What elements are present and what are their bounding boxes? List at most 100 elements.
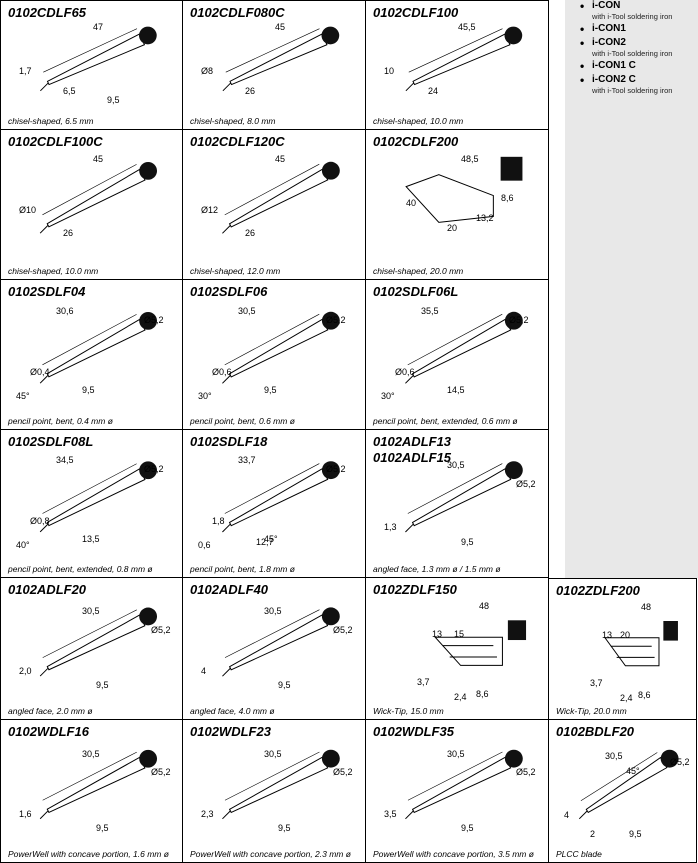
dimension-label: 9,5 [629, 829, 642, 839]
tip-diagram [405, 461, 523, 533]
dimension-label: 14,5 [447, 385, 465, 395]
dimension-label: 15 [454, 629, 465, 639]
tip-code: 0102WDLF23 [190, 724, 271, 739]
dimension-label: 6,5 [63, 86, 76, 96]
tip-drawing [405, 749, 523, 820]
tip-caption: angled face, 4.0 mm ø [190, 706, 275, 716]
dimension-label: 26 [245, 86, 256, 96]
dimension-label: 1,3 [384, 522, 397, 532]
dimension-label: 45 [275, 154, 286, 164]
dimension-label: 48 [641, 602, 652, 612]
dimension-label: 2,4 [620, 693, 633, 703]
legend-name: i-CON1 [592, 23, 626, 34]
dimension-label: 9,5 [82, 385, 95, 395]
tip-diagram [405, 311, 523, 384]
tip-diagram [39, 749, 158, 820]
tip-code: 0102WDLF16 [8, 724, 89, 739]
tip-diagram [222, 461, 340, 533]
dimension-label: 45° [264, 534, 278, 544]
tip-drawing [39, 461, 158, 533]
dimension-label: Ø5,2 [516, 479, 536, 489]
tip-diagram [434, 620, 527, 666]
dimension-label: 1,7 [19, 66, 32, 76]
dimension-label: Ø0,6 [395, 367, 415, 377]
dimension-label: 9,5 [96, 823, 109, 833]
dimension-label: 45 [93, 154, 104, 164]
tip-caption: PowerWell with concave portion, 3.5 mm ø [373, 849, 534, 859]
tip-code: 0102WDLF35 [373, 724, 454, 739]
dimension-label: 30° [198, 391, 212, 401]
legend-sub: with i-Tool soldering iron [592, 49, 673, 58]
tip-diagram [405, 26, 523, 92]
tip-drawing [39, 749, 158, 820]
dimension-label: 10 [384, 66, 395, 76]
legend-sub: with i-Tool soldering iron [592, 12, 673, 21]
tip-code: 0102CDLF200 [373, 134, 459, 149]
tip-drawing [578, 749, 679, 820]
tip-code: 0102CDLF120C [190, 134, 285, 149]
tip-code: 0102SDLF04 [8, 284, 86, 299]
dimension-label: 8,6 [501, 193, 514, 203]
dimension-label: 30,5 [447, 749, 465, 759]
tip-drawing [39, 607, 158, 677]
dimension-label: Ø5,2 [509, 315, 529, 325]
tip-diagram [222, 311, 340, 384]
tip-caption: PLCC blade [556, 849, 602, 859]
tip-drawing [39, 311, 158, 384]
tip-code: 0102ADLF40 [190, 582, 269, 597]
tip-code: 0102CDLF65 [8, 5, 87, 20]
dimension-label: 34,5 [56, 455, 74, 465]
dimension-label: 45° [626, 766, 640, 776]
tip-caption: Wick-Tip, 15.0 mm [373, 706, 444, 716]
tip-code: 0102CDLF080C [190, 5, 285, 20]
tip-code: 0102SDLF18 [190, 434, 268, 449]
legend-name: i-CON2 C [592, 74, 636, 85]
dimension-label: 13,5 [82, 534, 100, 544]
dimension-label: 1,6 [19, 809, 32, 819]
tip-drawing [405, 461, 523, 533]
tip-drawing [222, 26, 340, 92]
dimension-label: Ø5,2 [333, 767, 353, 777]
tip-caption: PowerWell with concave portion, 2.3 mm ø [190, 849, 351, 859]
tip-drawing [39, 161, 158, 234]
tip-diagram [222, 749, 340, 820]
dimension-label: Ø0,6 [212, 367, 232, 377]
dimension-label: 30,5 [447, 460, 465, 470]
tip-caption: PowerWell with concave portion, 1.6 mm ø [8, 849, 169, 859]
tip-caption: chisel-shaped, 10.0 mm [373, 116, 464, 126]
dimension-label: 30,5 [264, 749, 282, 759]
dimension-label: 30,5 [82, 749, 100, 759]
legend-sub: with i-Tool soldering iron [592, 86, 673, 95]
dimension-label: Ø10 [19, 205, 37, 215]
tip-drawing [222, 161, 340, 234]
side-panel [565, 0, 698, 578]
tip-drawing [604, 621, 678, 667]
dimension-label: Ø8 [201, 66, 214, 76]
dimension-label: 48 [479, 601, 490, 611]
dimension-label: 4 [564, 810, 570, 820]
tip-code: 0102ADLF13 0102ADLF15 [373, 434, 452, 465]
tip-caption: pencil point, bent, extended, 0.6 mm ø [373, 416, 518, 426]
dimension-label: 1,8 [212, 516, 225, 526]
dimension-label: 30,5 [605, 751, 623, 761]
dimension-label: 3,7 [590, 678, 603, 688]
dimension-label: 30,5 [264, 606, 282, 616]
tip-diagram [405, 749, 523, 820]
dimension-label: 9,5 [264, 385, 277, 395]
dimension-label: 4 [201, 666, 207, 676]
tip-diagram [222, 26, 340, 92]
